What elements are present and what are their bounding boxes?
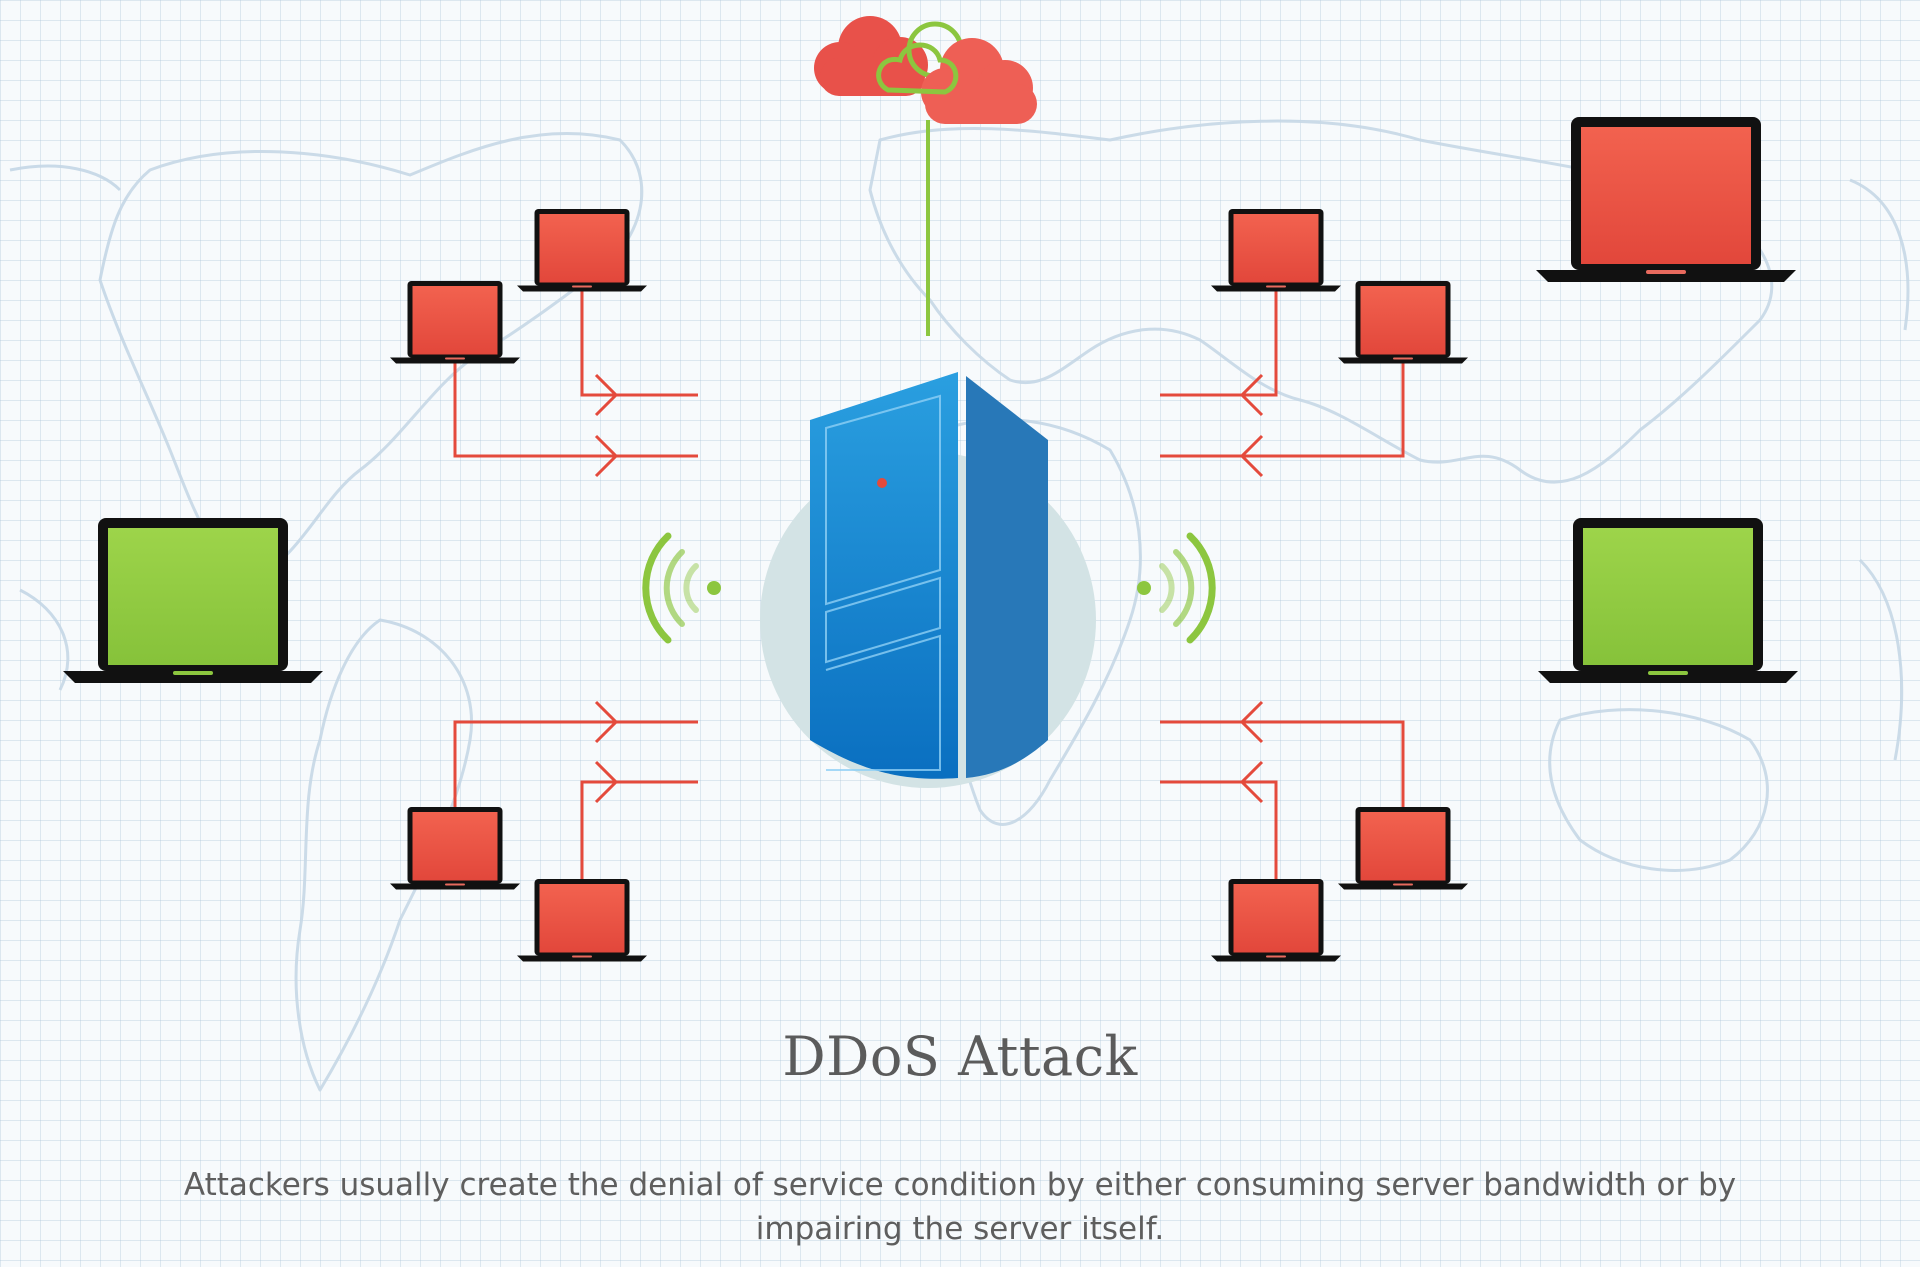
server-indicator <box>877 478 887 488</box>
bot-laptop-icon <box>517 879 647 962</box>
legit-laptop-left-icon <box>63 518 323 683</box>
bot-laptop-icon <box>390 281 520 364</box>
cloud-icon <box>814 16 1037 336</box>
bot-laptop-icon <box>517 209 647 292</box>
bot-laptop-icon <box>1338 807 1468 890</box>
bot-laptop-icon <box>1211 209 1341 292</box>
diagram-title: DDoS Attack <box>782 1025 1138 1088</box>
diagram-caption: Attackers usually create the denial of s… <box>183 1167 1737 1247</box>
wifi-left-icon <box>642 532 721 644</box>
bot-laptop-icon <box>1338 281 1468 364</box>
server-icon <box>760 372 1096 788</box>
legit-laptop-right-icon <box>1538 518 1798 683</box>
attack-lines <box>453 288 1405 888</box>
attacker-laptop-icon <box>1536 117 1796 282</box>
bot-laptop-icon <box>390 807 520 890</box>
wifi-right-icon <box>1137 532 1216 644</box>
bot-laptop-icon <box>1211 879 1341 962</box>
